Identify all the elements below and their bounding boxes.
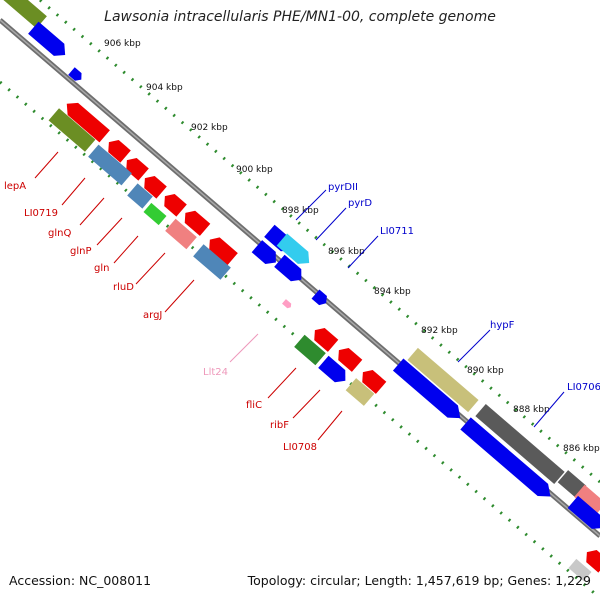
feature-blue-small[interactable] (68, 67, 84, 83)
gene-labels: lepA LI0719 glnQ glnP gln rluD argJ Llt2… (4, 181, 600, 453)
tick-888: 888 kbp (513, 405, 550, 415)
label-pyrDII: pyrDII (328, 182, 358, 193)
tick-890: 890 kbp (467, 366, 504, 376)
tick-898: 898 kbp (282, 206, 319, 216)
feature-blue-LI0711a[interactable] (251, 240, 281, 268)
label-Llt24: Llt24 (203, 367, 228, 378)
topology-text: Topology: circular; Length: 1,457,619 bp… (247, 573, 591, 588)
label-LI0711: LI0711 (380, 226, 414, 237)
label-glnP: glnP (70, 246, 92, 257)
feature-blue-ribF[interactable] (318, 355, 350, 387)
feature-lightgray-edge[interactable] (568, 558, 592, 582)
feature-green-fliC[interactable] (294, 334, 326, 366)
label-LI0708: LI0708 (283, 442, 317, 453)
label-argJ: argJ (143, 310, 162, 321)
label-LI0706: LI0706 (567, 382, 600, 393)
feature-cyan-pyrD[interactable] (276, 233, 315, 270)
label-gln: gln (94, 263, 109, 274)
feature-red-3[interactable] (122, 154, 149, 181)
feature-khaki-hypF[interactable] (407, 347, 479, 413)
leader-lines-blue (295, 189, 565, 428)
feature-steel-glnP[interactable] (127, 183, 153, 209)
feature-red-LI0708[interactable] (358, 366, 387, 394)
tick-900: 900 kbp (236, 165, 273, 175)
feature-blue-edge[interactable] (567, 495, 600, 534)
feature-red-4[interactable] (140, 172, 167, 199)
gene-features (3, 0, 600, 582)
feature-red-ribF[interactable] (334, 344, 363, 372)
leader-line-pink (229, 333, 259, 363)
tick-904: 904 kbp (146, 83, 183, 93)
feature-red-7[interactable] (205, 234, 238, 266)
feature-red-lepA[interactable] (62, 98, 110, 143)
feature-olive-LI0719[interactable] (48, 108, 96, 152)
leader-lines-red (34, 151, 343, 441)
tick-896: 896 kbp (328, 247, 365, 257)
tick-892: 892 kbp (421, 326, 458, 336)
label-glnQ: glnQ (48, 228, 71, 239)
feature-red-6[interactable] (180, 207, 211, 236)
feature-red-edge[interactable] (582, 546, 600, 573)
feature-blue-888[interactable] (460, 417, 555, 502)
label-lepA: lepA (4, 181, 26, 192)
feature-pink-Llt24[interactable] (282, 299, 293, 309)
tick-886: 886 kbp (563, 444, 600, 454)
feature-steel-glnQ[interactable] (88, 144, 132, 186)
label-LI0719: LI0719 (24, 208, 58, 219)
tick-line-inner (0, 80, 600, 600)
tick-902: 902 kbp (191, 123, 228, 133)
label-hypF: hypF (490, 320, 515, 331)
feature-red-5[interactable] (160, 190, 187, 217)
label-ribF: ribF (270, 420, 289, 431)
tick-894: 894 kbp (374, 287, 411, 297)
feature-khaki-LI0708[interactable] (345, 378, 375, 406)
feature-blue-LI0711b[interactable] (274, 254, 306, 286)
tick-labels: 906 kbp 904 kbp 902 kbp 900 kbp 898 kbp … (104, 39, 600, 454)
feature-blue-890[interactable] (392, 358, 466, 425)
feature-olive-top[interactable] (3, 0, 47, 29)
feature-red-2[interactable] (104, 136, 131, 163)
feature-blue-small-2[interactable] (311, 289, 330, 308)
feature-salmon-edge[interactable] (574, 484, 600, 516)
feature-blue-top[interactable] (28, 21, 70, 62)
feature-salmon-rluD[interactable] (165, 218, 197, 250)
label-rluD: rluD (113, 282, 134, 293)
feature-gray-886[interactable] (557, 470, 587, 498)
map-title: Lawsonia intracellularis PHE/MN1-00, com… (104, 9, 496, 25)
label-fliC: fliC (246, 400, 262, 411)
label-pyrD: pyrD (348, 198, 372, 209)
tick-906: 906 kbp (104, 39, 141, 49)
feature-red-fliC[interactable] (310, 324, 339, 352)
accession-text: Accession: NC_008011 (9, 573, 152, 588)
feature-gray-LI0706[interactable] (475, 404, 565, 484)
feature-lime-gln[interactable] (143, 202, 167, 226)
feature-steel-argJ[interactable] (193, 244, 231, 280)
